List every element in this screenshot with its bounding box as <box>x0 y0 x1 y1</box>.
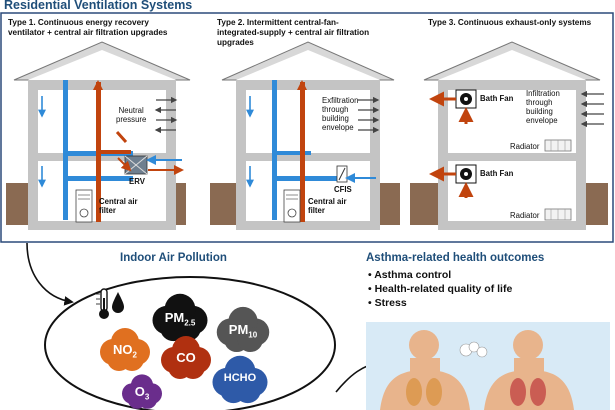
pollutant-label: PM10 <box>213 322 273 340</box>
house-2 <box>221 41 395 230</box>
top-panel-frame <box>0 12 614 243</box>
pollutant-base: O <box>134 384 145 399</box>
pollutant-subscript: 2 <box>132 350 137 360</box>
exfiltration-label: Exfiltration through building envelope <box>322 96 358 132</box>
inf-line3: building <box>526 107 553 116</box>
pollutant-subscript: 3 <box>144 392 150 402</box>
inf-line4: envelope <box>526 116 558 125</box>
cfis-label: CFIS <box>334 185 352 194</box>
central-air-filter-label-1: Central air filter <box>99 197 138 215</box>
pollutant-base: PM <box>228 322 249 337</box>
page-title: Residential Ventilation Systems <box>4 0 193 12</box>
pollutant-base: PM <box>164 310 185 325</box>
type1-caption: Type 1. Continuous energy recovery venti… <box>8 18 208 38</box>
type2-caption: Type 2. Intermittent central-fan- integr… <box>217 18 407 48</box>
droplet-icon <box>112 292 124 313</box>
house-1 <box>13 41 191 230</box>
inf-line1: Infiltration <box>526 89 560 98</box>
pollutant-base: HCHO <box>223 372 257 384</box>
neutral-pressure-label: Neutral pressure <box>116 106 146 124</box>
exf-line2: through <box>322 105 349 114</box>
exf-line3: building <box>322 114 349 123</box>
type2-caption-line2: integrated-supply + central air filtrati… <box>217 28 370 37</box>
type3-caption: Type 3. Continuous exhaust-only systems <box>428 18 613 28</box>
type3-caption-line1: Type 3. Continuous exhaust-only systems <box>428 18 592 27</box>
central-air-filter-label-2: Central air filter <box>308 197 347 215</box>
erv-label: ERV <box>129 177 145 186</box>
pollutant-cloud <box>212 355 268 404</box>
filter2-line2: filter <box>308 206 325 215</box>
house-3 <box>423 41 604 230</box>
thermometer-icon <box>96 288 109 319</box>
outcome-item-label: Stress <box>374 297 407 309</box>
bath-fan-label-top: Bath Fan <box>480 94 514 103</box>
filter1-line2: filter <box>99 206 116 215</box>
pollutant-cloud <box>121 374 163 409</box>
outcome-item: • Asthma control <box>368 269 452 281</box>
curved-arrow-left <box>26 242 74 306</box>
pollutant-base: CO <box>176 350 196 365</box>
outcomes-title: Asthma-related health outcomes <box>366 252 545 264</box>
pollutant-label: PM2.5 <box>150 310 210 328</box>
pollutant-cloud <box>161 336 211 379</box>
exf-line1: Exfiltration <box>322 96 359 105</box>
type2-caption-line3: upgrades <box>217 38 254 47</box>
type1-caption-line1: Type 1. Continuous energy recovery <box>8 18 149 27</box>
pollutant-label: NO2 <box>95 342 155 360</box>
pollutant-label: O3 <box>112 384 172 402</box>
radiator-label-bottom: Radiator <box>510 211 540 220</box>
outcome-item: • Stress <box>368 297 407 309</box>
inf-line2: through <box>526 98 553 107</box>
pollutant-label: HCHO <box>210 372 270 384</box>
filter1-line1: Central air <box>99 197 138 206</box>
outcome-item: • Health-related quality of life <box>368 283 513 295</box>
pollutant-cloud <box>152 293 208 342</box>
outcome-item-label: Asthma control <box>374 269 452 281</box>
type2-caption-line1: Type 2. Intermittent central-fan- <box>217 18 339 27</box>
outcomes-list: • Asthma control • Health-related qualit… <box>368 268 512 310</box>
pollutant-subscript: 10 <box>248 330 258 340</box>
pollutant-base: NO <box>113 342 133 357</box>
neutral-line2: pressure <box>116 115 147 124</box>
filter2-line1: Central air <box>308 197 347 206</box>
bath-fan-label-bottom: Bath Fan <box>480 169 514 178</box>
radiator-label-top: Radiator <box>510 142 540 151</box>
pollutant-cloud <box>100 328 150 371</box>
neutral-line1: Neutral <box>118 106 144 115</box>
pollutant-subscript: 2.5 <box>184 318 196 328</box>
outcome-item-label: Health-related quality of life <box>374 283 513 295</box>
exf-line4: envelope <box>322 123 354 132</box>
pollutant-cloud <box>216 306 270 353</box>
type1-caption-line2: ventilator + central air filtration upgr… <box>8 28 168 37</box>
asthma-illustration <box>366 322 610 410</box>
infiltration-label: Infiltration through building envelope <box>526 89 560 125</box>
pollution-title: Indoor Air Pollution <box>120 252 227 264</box>
pollutant-label: CO <box>156 350 216 365</box>
